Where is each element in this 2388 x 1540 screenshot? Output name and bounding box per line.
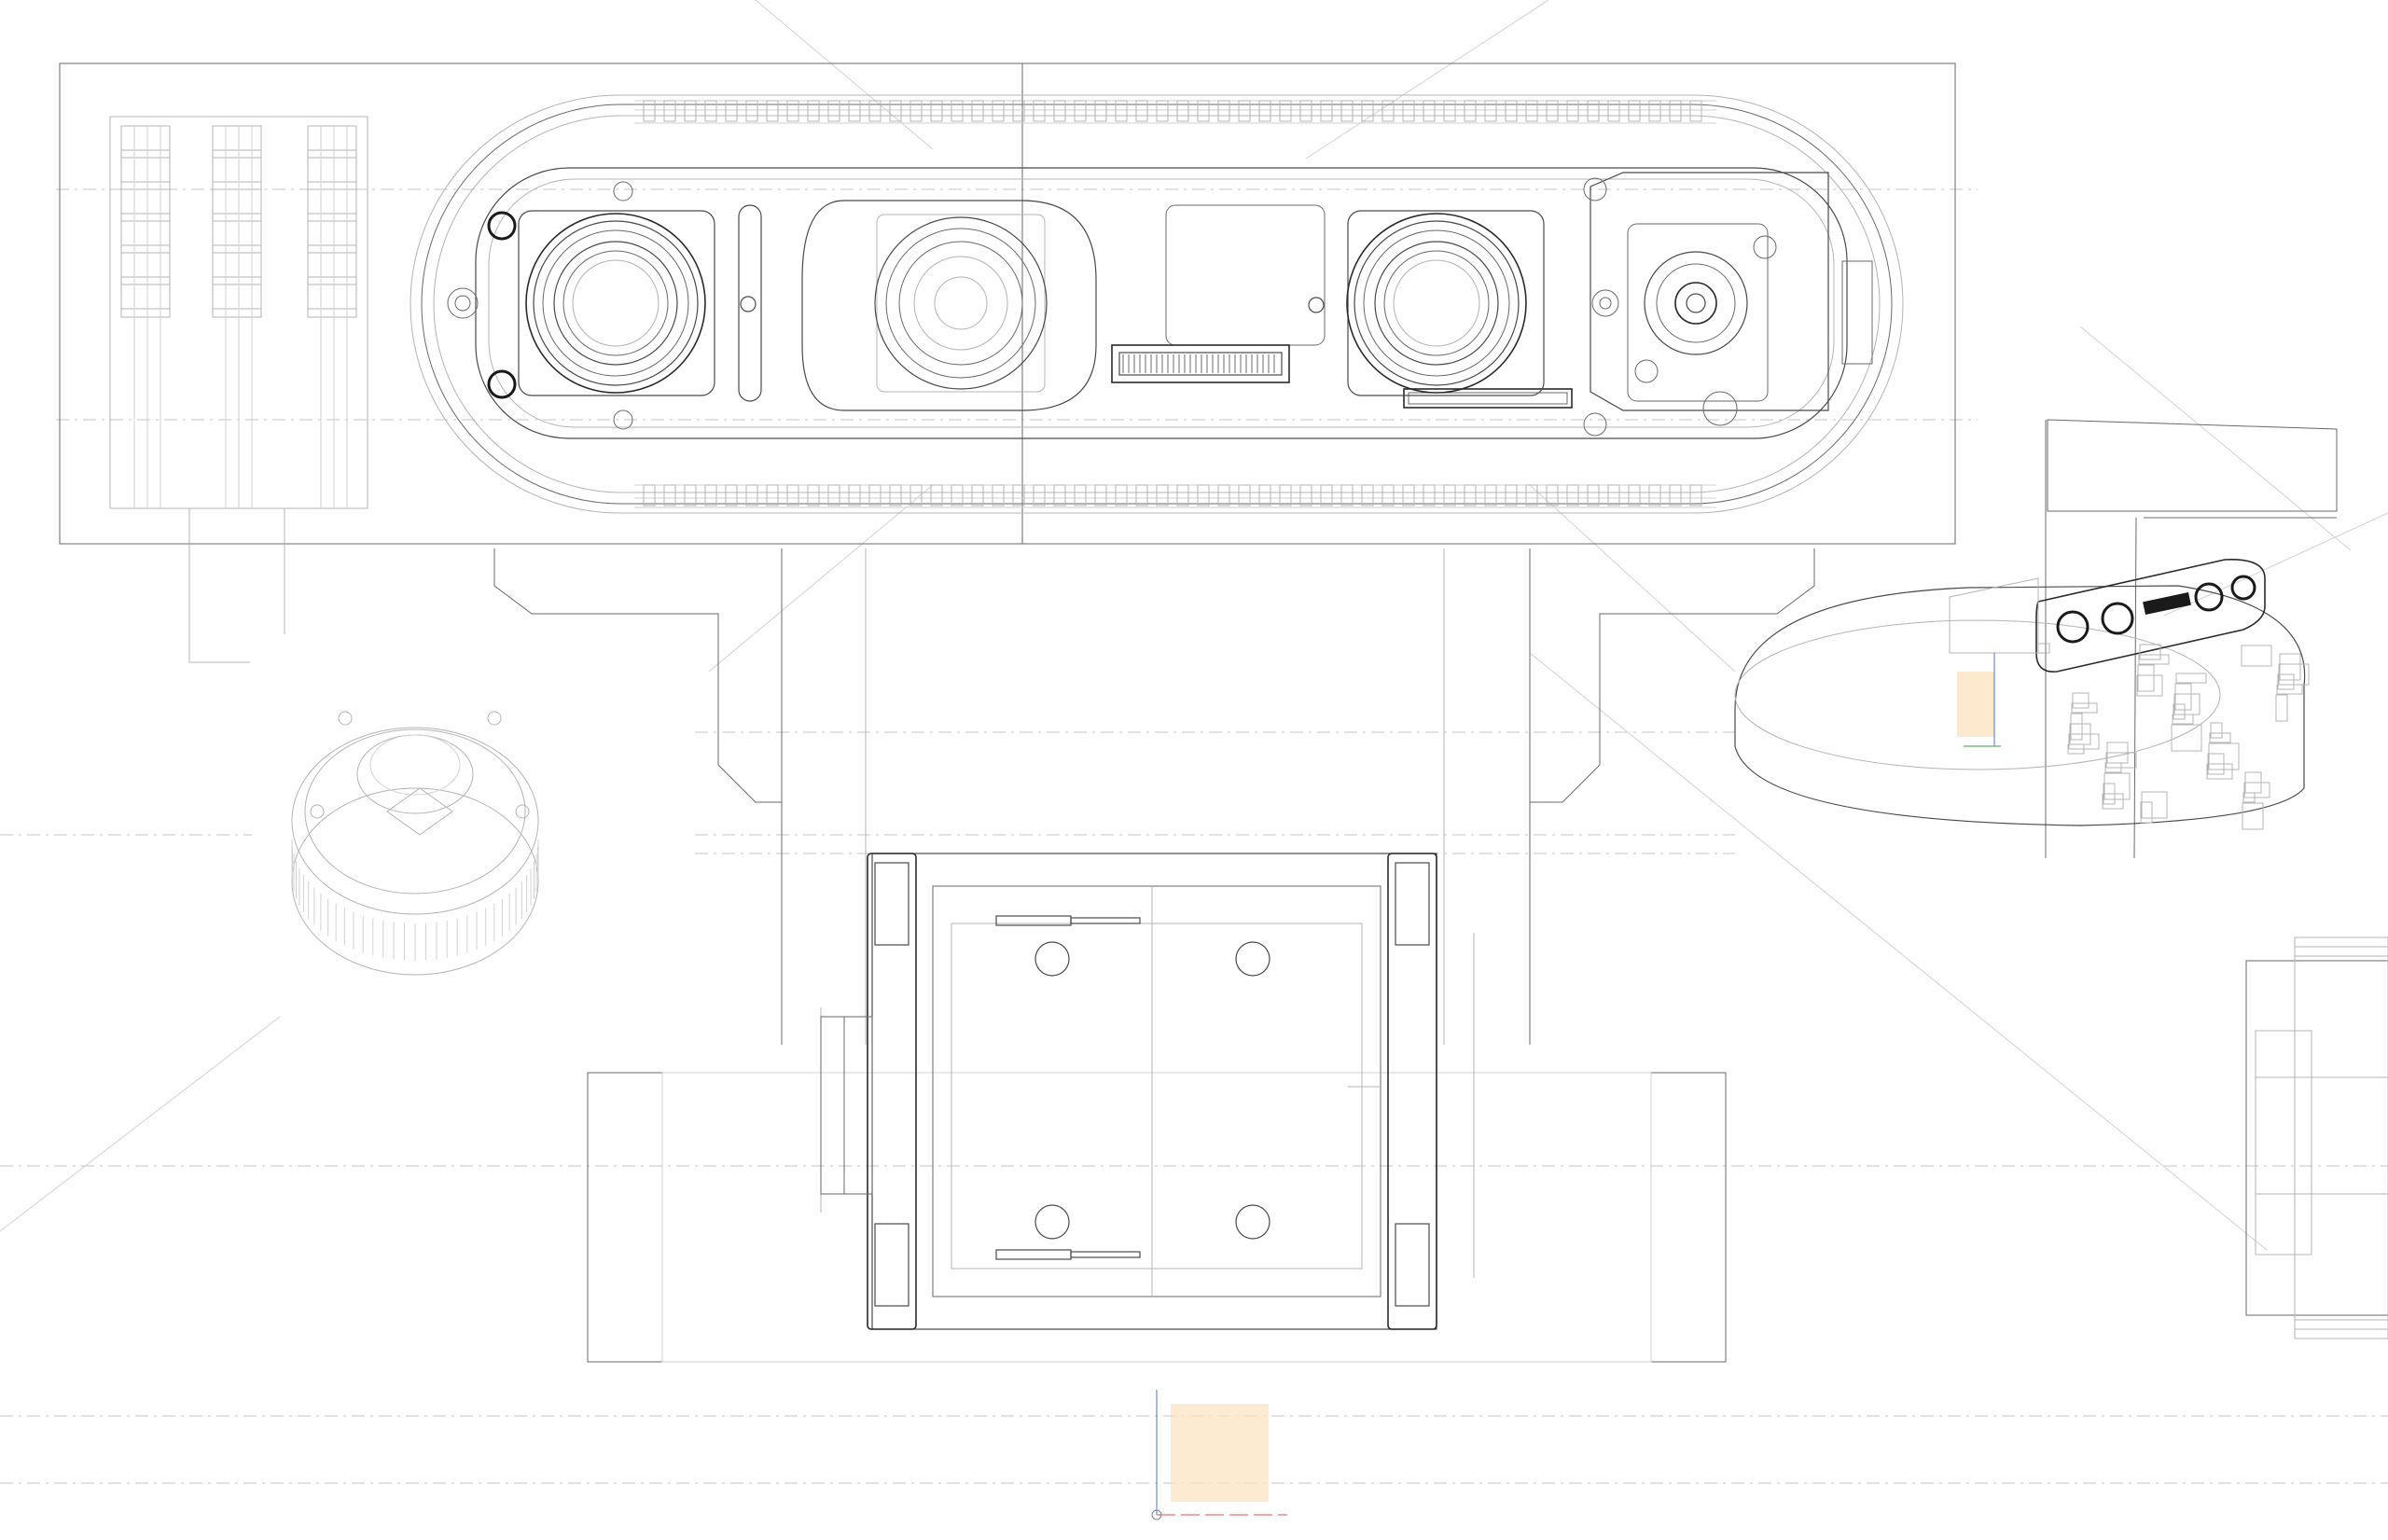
pedestal-outline <box>493 548 1815 1045</box>
mount-screws <box>447 177 1619 437</box>
right-lens <box>1346 210 1545 396</box>
side-elevation <box>109 116 368 663</box>
side-profile-view <box>2245 936 2388 1339</box>
left-lens <box>487 210 715 399</box>
gear-pulley <box>291 711 539 976</box>
ribbon-connector <box>1111 204 1573 409</box>
camera-bar-front-view[interactable] <box>59 62 1956 545</box>
iso-camera-bar <box>1949 559 2310 830</box>
center-lens <box>738 200 1097 411</box>
coordinate-origin[interactable] <box>1151 1390 1287 1520</box>
rgb-sensor <box>1590 172 1873 426</box>
iso-camera-assembly <box>1734 419 2338 859</box>
mounting-bracket[interactable] <box>587 853 1727 1363</box>
